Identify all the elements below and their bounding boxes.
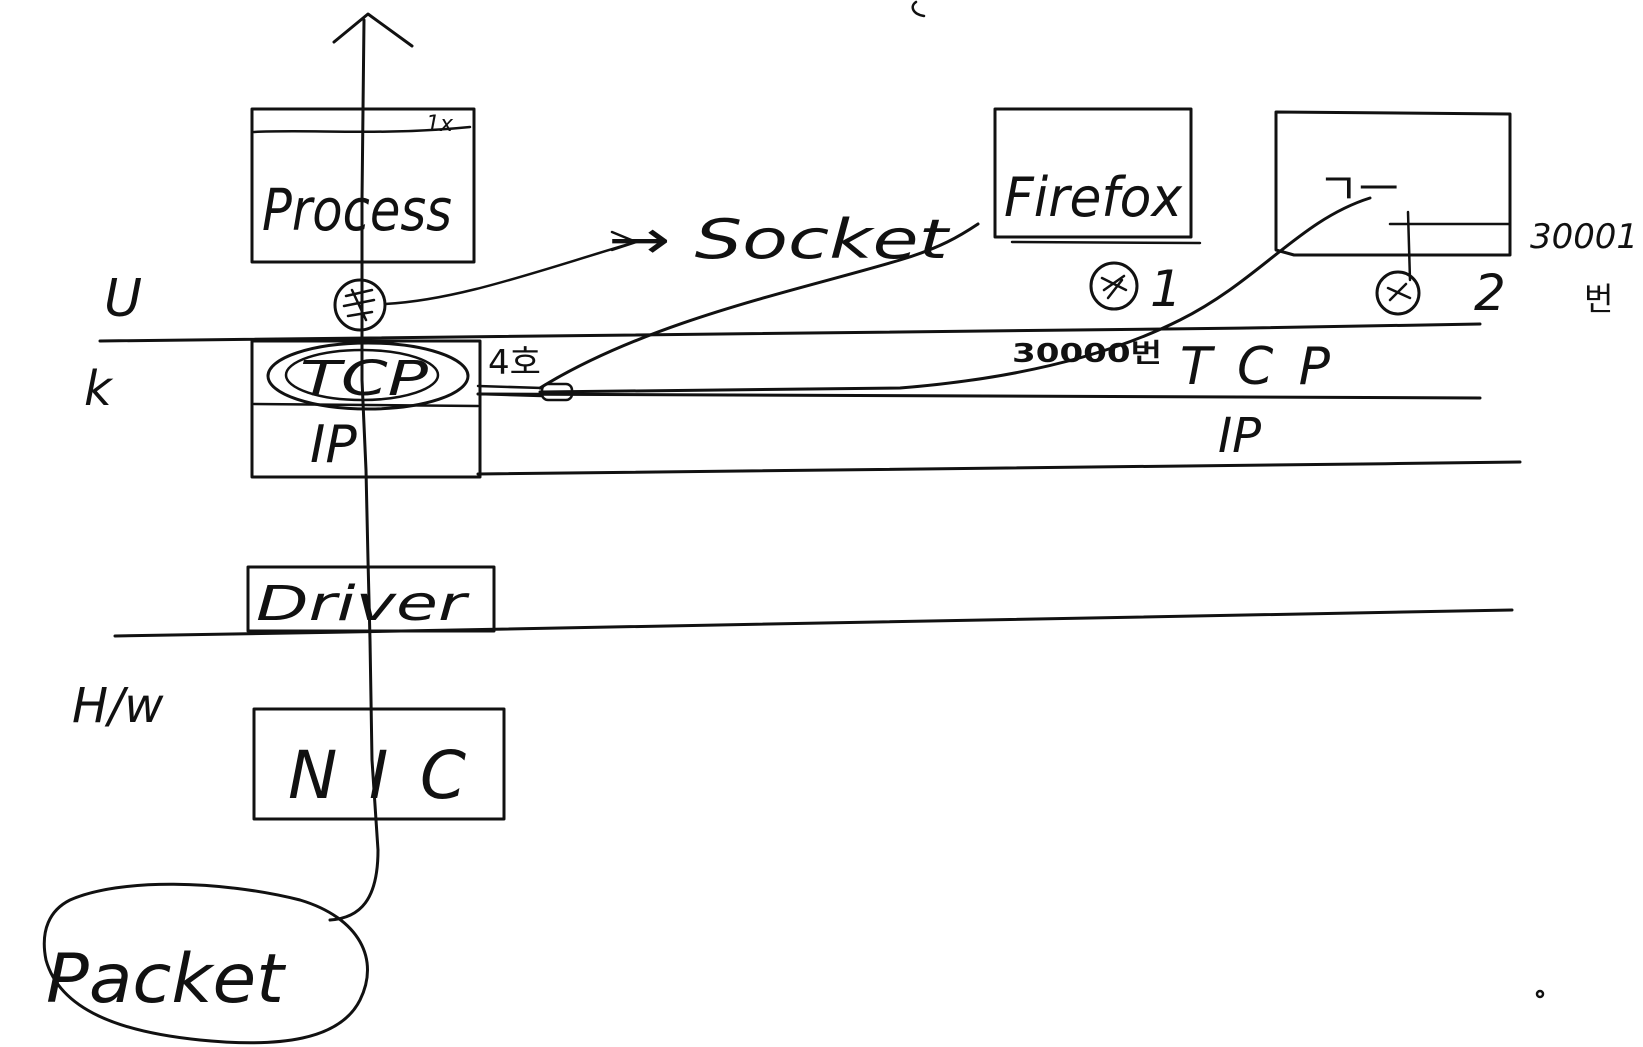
tcp-ip-divider xyxy=(476,392,1482,400)
stray-dot xyxy=(1535,989,1545,999)
port-30000-label: 30000번 xyxy=(1012,339,1162,369)
process-mark: 1x xyxy=(426,112,454,137)
process-socket-scribble xyxy=(342,288,376,322)
second-app-socket-circle xyxy=(1375,270,1421,316)
packet-arrow-head xyxy=(332,12,414,48)
right-tcp-label: TCP xyxy=(1180,337,1331,397)
firefox-box-underline xyxy=(1010,240,1202,245)
packet-blob xyxy=(42,882,369,1045)
tcp-port-link xyxy=(476,384,544,398)
tcp-ip-box-divider xyxy=(252,402,480,408)
tcp-port-marker xyxy=(540,382,574,402)
socket-pointer-line xyxy=(383,230,638,306)
tcp-port-to-second-app-curve xyxy=(538,196,1372,394)
packet-vertical-path xyxy=(328,18,380,922)
right-ip-label: IP xyxy=(1218,408,1261,464)
process-label: Process xyxy=(262,176,452,244)
packet-label: Packet xyxy=(46,940,286,1019)
second-app-socket-scribble xyxy=(1386,282,1412,302)
second-app-box xyxy=(1274,110,1512,257)
firefox-socket-circle xyxy=(1089,261,1139,311)
tcp-port-to-firefox-curve xyxy=(538,222,980,390)
second-app-socket-drop xyxy=(1406,210,1412,282)
ip-label: IP xyxy=(310,415,357,475)
second-app-port-suffix: 번 xyxy=(1584,280,1613,318)
tcp-port-label: 4호 xyxy=(488,343,541,383)
second-app-port: 30001 xyxy=(1530,217,1638,257)
firefox-label: Firefox xyxy=(1004,166,1183,229)
layer-label-kernel: k xyxy=(84,361,114,417)
firefox-socket-scribble xyxy=(1100,274,1128,300)
nic-box xyxy=(252,707,506,821)
layer-label-hardware: H/w xyxy=(72,678,164,734)
firefox-box xyxy=(993,107,1193,239)
process-box-inner-line xyxy=(252,125,472,134)
second-app-socket-number: 2 xyxy=(1474,264,1506,322)
second-app-label: ㄱㅡ xyxy=(1318,164,1399,215)
stray-mark-top xyxy=(911,0,926,18)
tcp-highlight-ellipse xyxy=(266,341,470,411)
layer-label-user: U xyxy=(104,269,142,329)
firefox-socket-number: 1 xyxy=(1150,260,1182,318)
nic-label: NIC xyxy=(288,737,466,814)
driver-label: Driver xyxy=(256,576,471,632)
ip-bottom-divider xyxy=(476,460,1522,476)
